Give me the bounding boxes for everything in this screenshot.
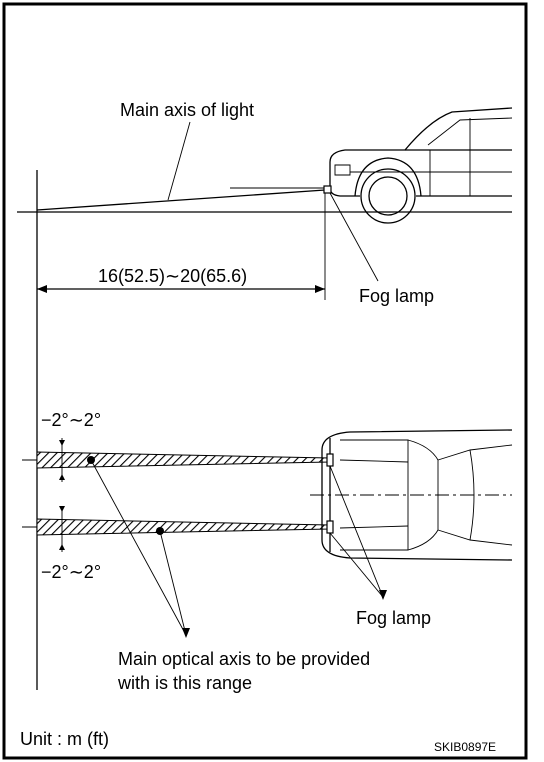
lower-beam-range xyxy=(36,518,331,536)
fog-lamp-side-label: Fog lamp xyxy=(359,286,434,306)
fog-lamp-side-leader xyxy=(329,192,379,282)
axis-leader xyxy=(167,121,191,201)
angle-top-label: −2°∼2° xyxy=(41,410,101,430)
car-top-view xyxy=(310,429,513,561)
optical-axis-label-line2: with is this range xyxy=(117,673,252,693)
fog-lamp-top-right xyxy=(326,520,334,534)
main-light-axis xyxy=(36,189,326,211)
side-view xyxy=(17,107,513,690)
angle-bottom-label: −2°∼2° xyxy=(41,562,101,582)
figure-code-label: SKIB0897E xyxy=(434,740,496,754)
optical-axis-label-line1: Main optical axis to be provided xyxy=(118,649,370,669)
fog-lamp-side xyxy=(323,185,332,194)
unit-label: Unit : m (ft) xyxy=(20,729,109,749)
distance-label: 16(52.5)∼20(65.6) xyxy=(98,266,247,286)
fog-lamp-top-left xyxy=(326,453,334,467)
fog-lamp-top-label: Fog lamp xyxy=(356,608,431,628)
main-axis-label: Main axis of light xyxy=(120,100,254,120)
upper-beam-range xyxy=(36,451,331,469)
figure-border xyxy=(2,2,528,760)
front-wheel xyxy=(360,168,416,224)
top-view xyxy=(22,429,513,638)
car-side-view xyxy=(323,107,513,224)
